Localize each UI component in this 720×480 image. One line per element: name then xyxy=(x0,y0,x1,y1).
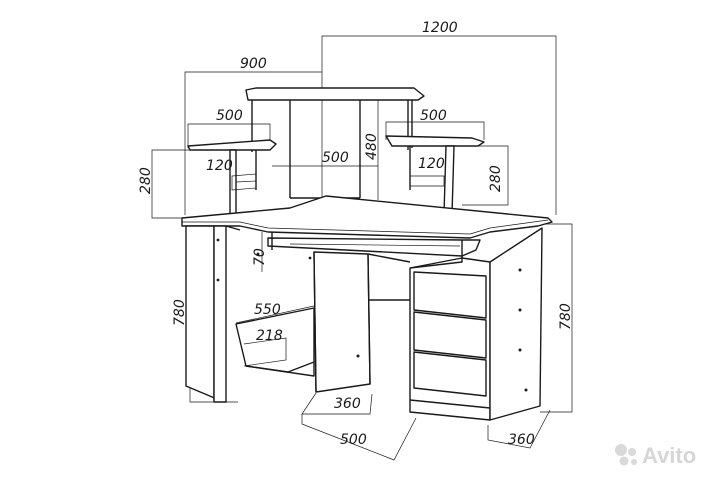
desk-body xyxy=(181,87,553,421)
avito-wordmark: Avito xyxy=(642,443,696,468)
dim-280-left: 280 xyxy=(138,167,154,194)
dim-500-depth: 500 xyxy=(340,432,367,448)
dim-550: 550 xyxy=(254,302,281,318)
drawer-1 xyxy=(413,271,487,319)
dim-900: 900 xyxy=(240,56,267,72)
dim-inner-depth: 500 xyxy=(322,150,349,166)
system-shelf xyxy=(235,307,315,377)
dim-shelf-right: 500 xyxy=(420,108,447,124)
dimension-labels: 1200 900 500 500 500 480 120 120 280 280… xyxy=(138,20,574,448)
dim-780-right: 780 xyxy=(558,303,574,330)
dim-480: 480 xyxy=(364,133,380,160)
dim-360-leg: 360 xyxy=(334,396,361,412)
dim-280-right: 280 xyxy=(488,165,504,192)
right-shelf xyxy=(385,135,485,147)
dim-shelf-left: 500 xyxy=(216,108,243,124)
dim-1200: 1200 xyxy=(422,20,458,36)
drawer-3 xyxy=(413,351,487,397)
dim-70: 70 xyxy=(252,248,268,266)
middle-leg xyxy=(313,251,371,393)
drawer-2 xyxy=(413,311,487,359)
avito-logo-icon xyxy=(615,444,637,466)
dim-218: 218 xyxy=(256,328,283,344)
dim-niche-right: 120 xyxy=(418,156,445,172)
dim-780-left: 780 xyxy=(172,299,188,326)
dim-360-cabinet: 360 xyxy=(508,432,535,448)
left-shelf xyxy=(187,139,277,151)
dim-niche-left: 120 xyxy=(206,158,233,174)
top-shelf xyxy=(245,87,425,101)
keyboard-shelf xyxy=(267,237,481,257)
cabinet-side xyxy=(489,227,543,421)
avito-watermark: Avito xyxy=(615,443,696,468)
desk-top xyxy=(181,195,553,239)
